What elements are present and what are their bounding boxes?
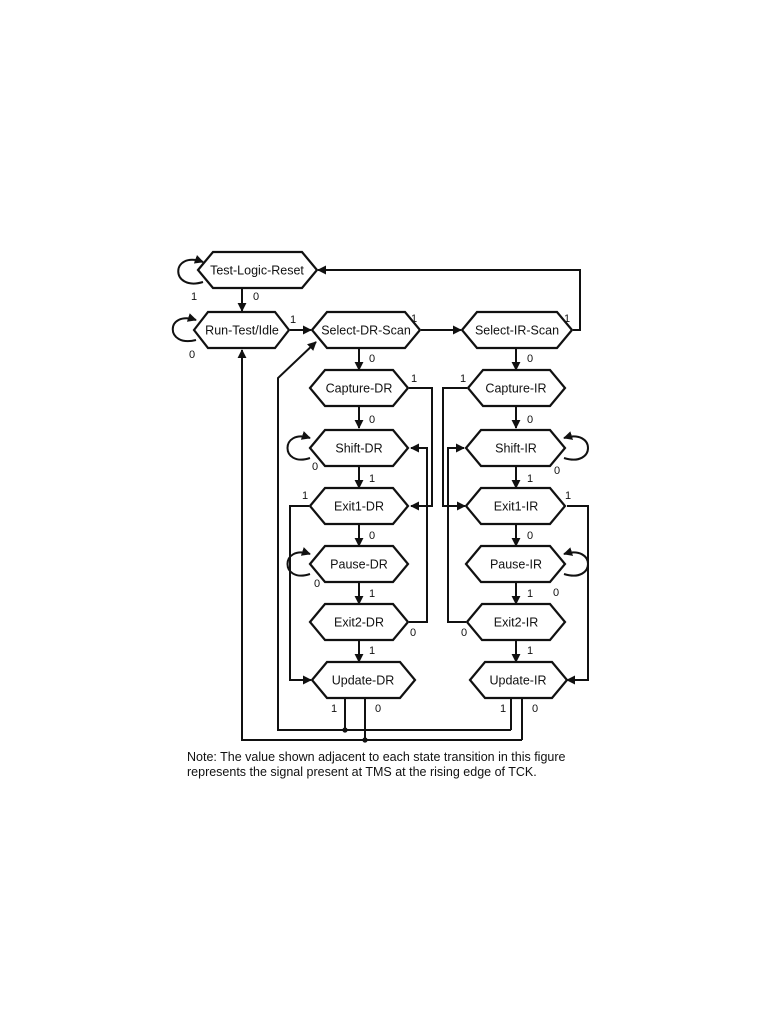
rti-self-loop xyxy=(171,313,197,343)
label-tlr-to-rti: 0 xyxy=(253,291,259,303)
label-cdr-to-e1dr: 1 xyxy=(411,373,417,385)
state-label: Select-DR-Scan xyxy=(321,324,411,338)
label-shdr-self: 0 xyxy=(312,461,318,473)
sir-to-tlr-arrow xyxy=(317,265,581,331)
label-cdr-to-shdr: 0 xyxy=(369,414,375,426)
state-label: Exit1-DR xyxy=(334,500,384,514)
state-run-test-idle: Run-Test/Idle xyxy=(192,310,291,350)
state-test-logic-reset: Test-Logic-Reset xyxy=(196,250,319,290)
state-select-dr-scan: Select-DR-Scan xyxy=(310,310,422,350)
pdr-self-loop xyxy=(286,547,311,577)
state-label: Shift-IR xyxy=(495,442,537,456)
state-update-dr: Update-DR xyxy=(310,660,417,700)
state-shift-dr: Shift-DR xyxy=(308,428,410,468)
transition-labels: 1 0 0 1 1 0 1 0 1 0 1 0 0 1 0 1 1 0 1 0 … xyxy=(189,291,571,715)
state-label: Exit2-IR xyxy=(494,616,538,630)
label-uir-to-rti: 0 xyxy=(532,703,538,715)
updates-to-rti-arrow xyxy=(237,349,522,741)
label-shir-self: 0 xyxy=(554,465,560,477)
state-select-ir-scan: Select-IR-Scan xyxy=(460,310,574,350)
state-label: Pause-DR xyxy=(330,558,388,572)
label-e2ir-to-uir: 1 xyxy=(527,645,533,657)
state-exit1-ir: Exit1-IR xyxy=(464,486,567,526)
label-e2dr-to-shdr: 0 xyxy=(410,627,416,639)
label-rti-to-sdr: 1 xyxy=(290,314,296,326)
junction-dot-0 xyxy=(362,737,368,743)
e1ir-to-uir-arrow xyxy=(566,505,589,685)
tlr-self-loop xyxy=(177,255,204,285)
label-shdr-to-e1dr: 1 xyxy=(369,473,375,485)
state-pause-dr: Pause-DR xyxy=(308,544,410,584)
label-sdr-to-cdr: 0 xyxy=(369,353,375,365)
label-sir-to-tlr: 1 xyxy=(564,313,570,325)
state-label: Update-DR xyxy=(332,674,395,688)
label-pir-to-e2ir: 1 xyxy=(527,588,533,600)
label-pir-self: 0 xyxy=(553,587,559,599)
diagram-note: Note: The value shown adjacent to each s… xyxy=(187,750,566,779)
updates-to-sdr-arrow xyxy=(277,341,511,731)
e1dr-to-udr-arrow xyxy=(289,505,312,685)
label-sdr-to-sir: 1 xyxy=(411,313,417,325)
state-capture-ir: Capture-IR xyxy=(466,368,567,408)
label-e2dr-to-udr: 1 xyxy=(369,645,375,657)
state-label: Capture-IR xyxy=(485,382,546,396)
label-udr-to-sdr: 1 xyxy=(331,703,337,715)
state-label: Shift-DR xyxy=(335,442,382,456)
label-rti-self: 0 xyxy=(189,349,195,361)
label-pdr-self: 0 xyxy=(314,578,320,590)
state-label: Update-IR xyxy=(490,674,547,688)
shdr-self-loop xyxy=(286,431,311,461)
state-label: Run-Test/Idle xyxy=(205,324,279,338)
state-capture-dr: Capture-DR xyxy=(308,368,410,408)
state-shift-ir: Shift-IR xyxy=(464,428,567,468)
state-exit1-dr: Exit1-DR xyxy=(308,486,410,526)
label-e2ir-to-shir: 0 xyxy=(461,627,467,639)
label-tlr-self: 1 xyxy=(191,291,197,303)
state-pause-ir: Pause-IR xyxy=(464,544,567,584)
transitions xyxy=(171,255,589,743)
cdr-to-e1dr-arrow xyxy=(409,387,433,511)
label-cir-to-e1ir: 1 xyxy=(460,373,466,385)
label-cir-to-shir: 0 xyxy=(527,414,533,426)
state-label: Test-Logic-Reset xyxy=(210,264,304,278)
label-e1dr-to-pdr: 0 xyxy=(369,530,375,542)
pir-self-loop xyxy=(563,547,589,577)
e2dr-to-shdr-arrow xyxy=(409,443,428,623)
cir-to-e1ir-arrow xyxy=(442,387,467,511)
shir-self-loop xyxy=(563,431,589,461)
label-shir-to-e1ir: 1 xyxy=(527,473,533,485)
state-exit2-dr: Exit2-DR xyxy=(308,602,410,642)
e2ir-to-shir-arrow xyxy=(447,443,466,623)
label-e1ir-to-uir: 1 xyxy=(565,490,571,502)
state-label: Pause-IR xyxy=(490,558,542,572)
junction-dot-1 xyxy=(342,727,348,733)
label-udr-to-rti: 0 xyxy=(375,703,381,715)
state-label: Exit2-DR xyxy=(334,616,384,630)
state-label: Capture-DR xyxy=(326,382,393,396)
label-pdr-to-e2dr: 1 xyxy=(369,588,375,600)
state-exit2-ir: Exit2-IR xyxy=(465,602,567,642)
label-sir-to-cir: 0 xyxy=(527,353,533,365)
state-label: Select-IR-Scan xyxy=(475,324,559,338)
label-e1dr-to-udr: 1 xyxy=(302,490,308,502)
label-uir-to-sdr: 1 xyxy=(500,703,506,715)
label-e1ir-to-pir: 0 xyxy=(527,530,533,542)
state-label: Exit1-IR xyxy=(494,500,538,514)
state-update-ir: Update-IR xyxy=(468,660,569,700)
